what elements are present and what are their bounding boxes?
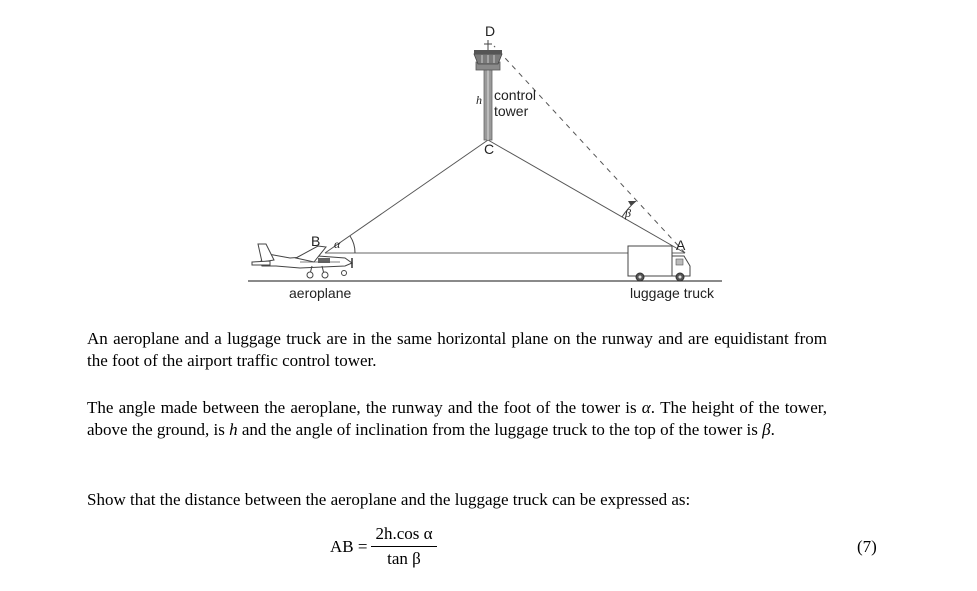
formula-lhs: AB = — [330, 536, 368, 556]
question-paragraph-1: An aeroplane and a luggage truck are in … — [87, 329, 827, 370]
line-b-c — [324, 139, 489, 254]
luggage-truck-icon — [627, 245, 691, 282]
control-tower-icon — [473, 40, 503, 141]
formula-denominator: tan β — [387, 549, 421, 568]
beta-arrow-icon — [628, 201, 636, 206]
p2-text-c: and the angle of inclination from the lu… — [237, 420, 763, 439]
p2-beta: β — [762, 420, 771, 439]
p2-text-d: . — [770, 420, 775, 439]
marks-label: (7) — [857, 537, 877, 556]
aeroplane-icon — [251, 243, 354, 279]
tower-label-line2: tower — [494, 103, 529, 119]
p2-text-a: The angle made between the aeroplane, th… — [87, 398, 642, 417]
line-a-c — [487, 139, 686, 254]
question-paragraph-3: Show that the distance between the aerop… — [87, 490, 691, 509]
p2-h: h — [229, 420, 238, 439]
label-h: h — [476, 93, 482, 107]
aeroplane-label: aeroplane — [289, 285, 351, 301]
tower-label-line1: control — [494, 87, 536, 103]
label-b: B — [311, 233, 320, 249]
question-paragraph-2: The angle made between the aeroplane, th… — [87, 397, 827, 441]
truck-label: luggage truck — [630, 285, 715, 301]
alpha-angle-arc — [349, 235, 356, 254]
line-a-d-dashed — [493, 45, 686, 254]
formula-numerator: 2h.cos α — [371, 524, 437, 547]
label-d: D — [485, 23, 495, 39]
p2-text-b: . The height of the tower, above the gro… — [87, 398, 827, 439]
label-c: C — [484, 141, 494, 157]
tower-diagram: D h control tower C B A α β aeroplane lu… — [248, 23, 722, 301]
label-a: A — [676, 237, 686, 253]
label-alpha: α — [334, 237, 341, 251]
formula-fraction: 2h.cos α tan β — [371, 524, 437, 569]
p2-alpha: α — [641, 398, 651, 417]
formula-ab: AB = 2h.cos α tan β — [330, 524, 437, 569]
label-beta: β — [624, 206, 631, 220]
